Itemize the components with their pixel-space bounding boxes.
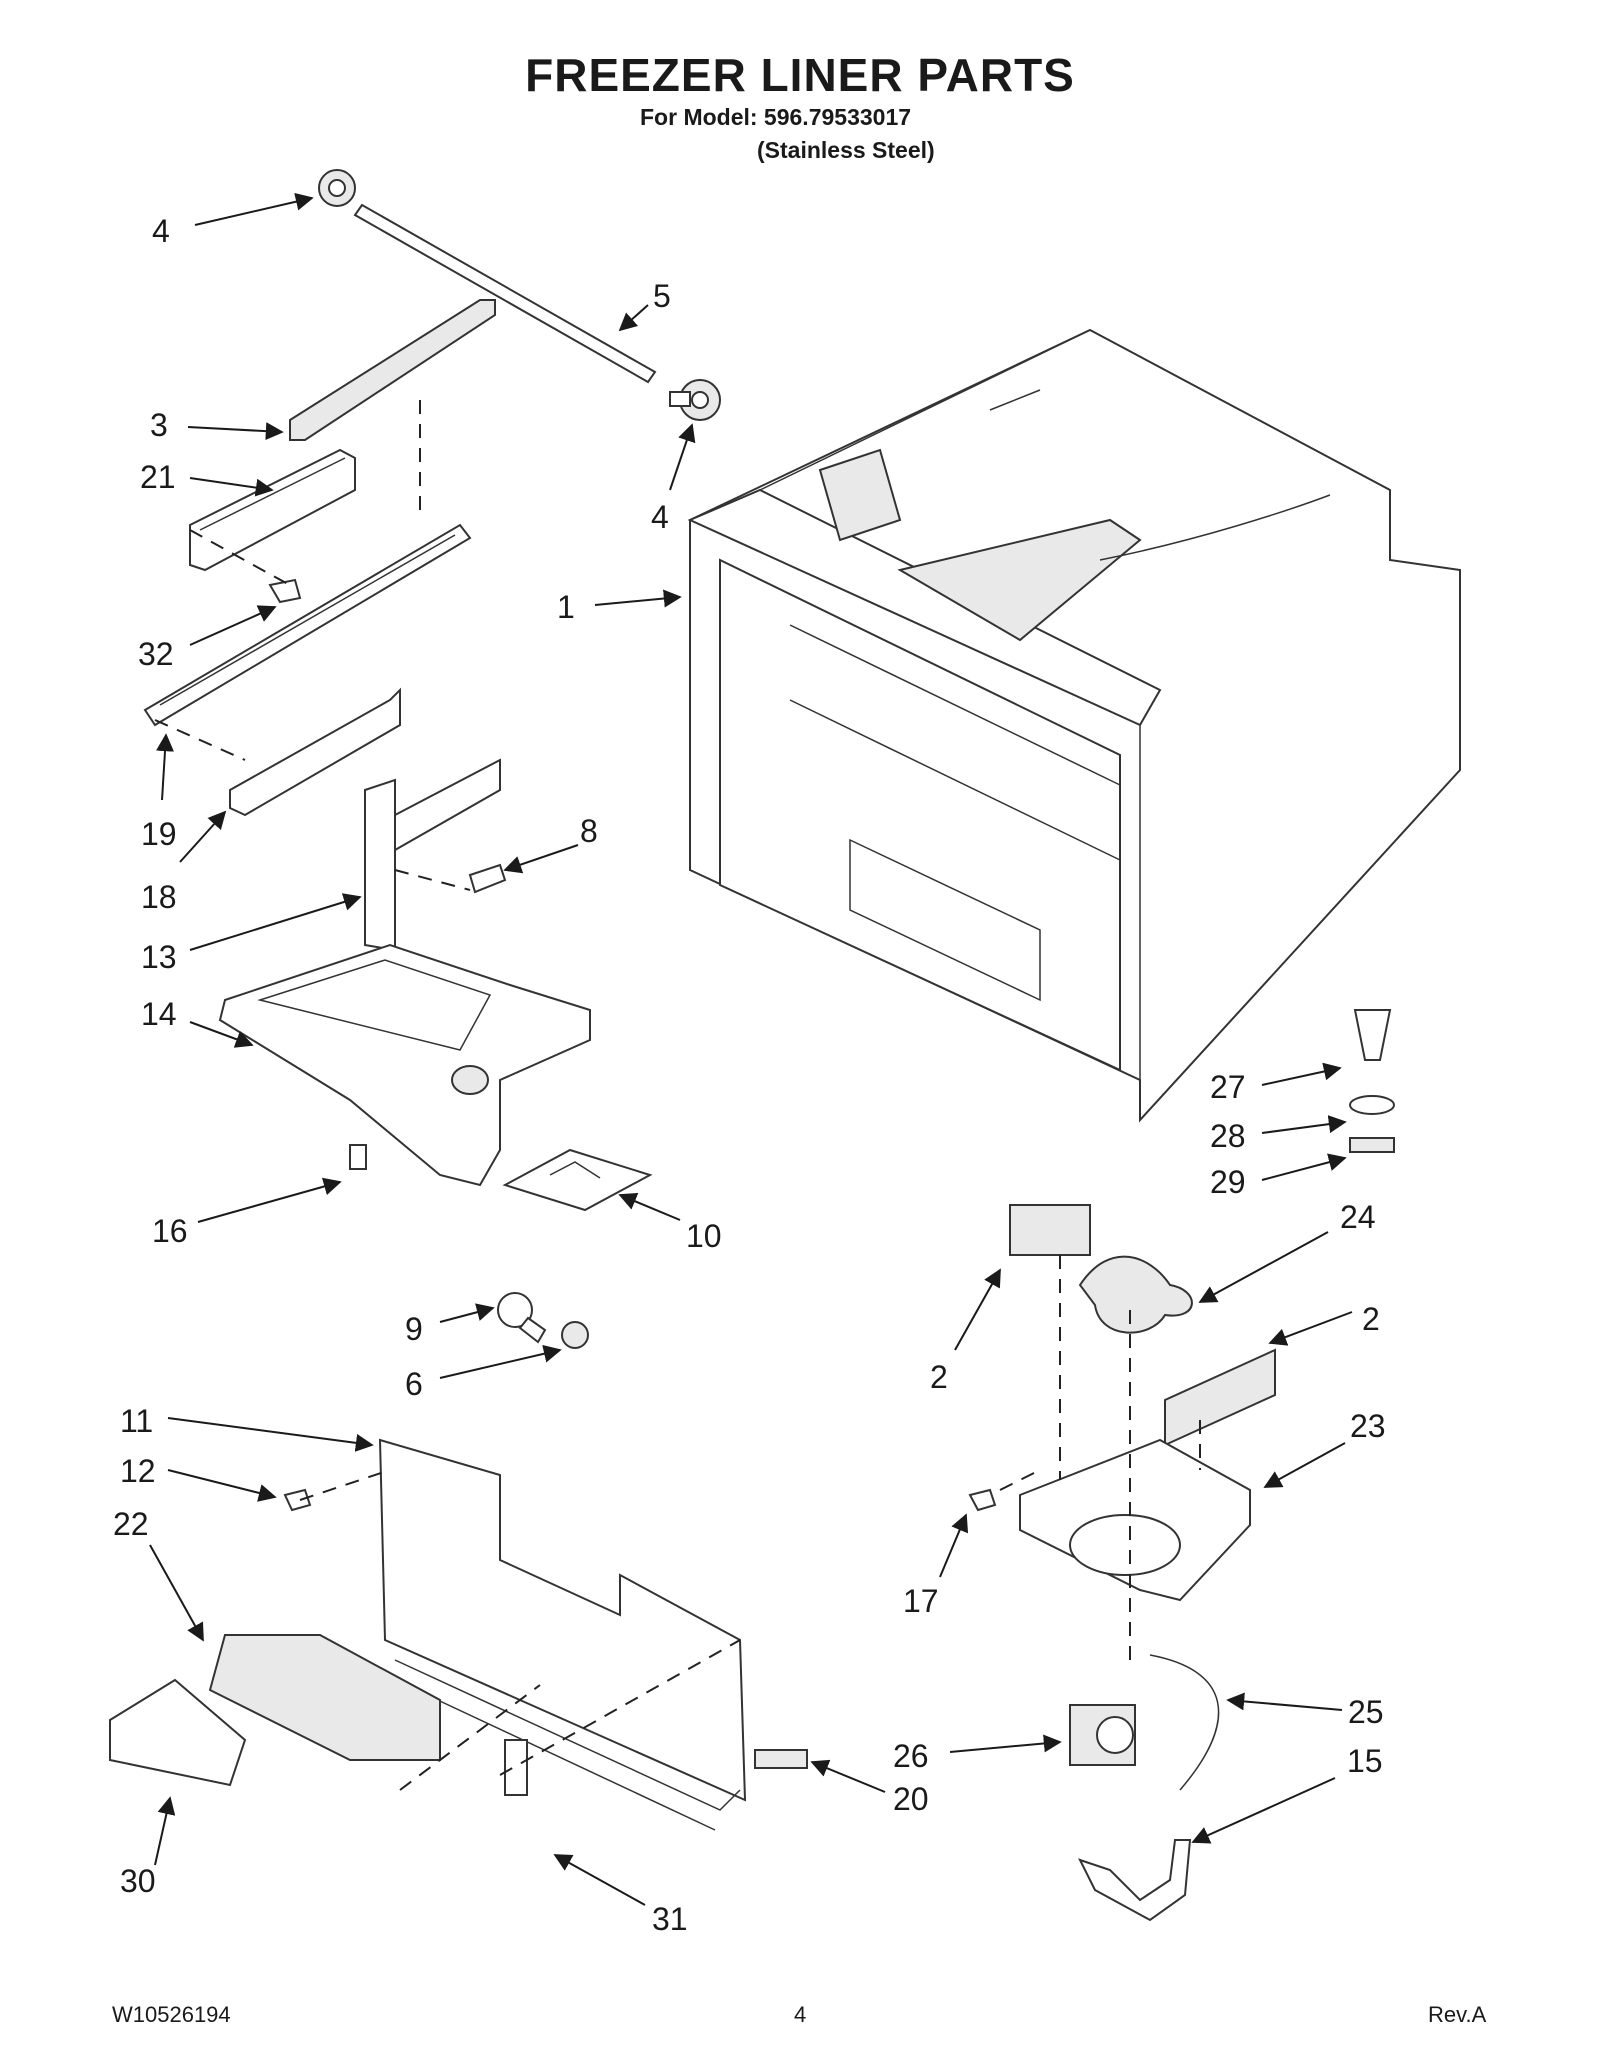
callout-3-top-rail: 3 [150,407,168,443]
revision: Rev.A [1428,2002,1487,2027]
part-slide-bracket-upper [189,448,356,572]
callout-13-slide-mount: 13 [141,939,177,975]
callout-10-pad: 10 [686,1218,722,1254]
callout-2-gasket-left: 2 [930,1359,948,1395]
callout-28-ring: 28 [1210,1118,1246,1154]
callout-15-bracket: 15 [1347,1743,1383,1779]
part-clip-31 [504,1739,528,1796]
part-grille-cover-30 [109,1678,247,1787]
part-light-bulb [497,1292,547,1344]
page-number: 4 [794,2002,807,2027]
callout-17-screw: 17 [903,1583,939,1619]
callout-11-cover: 11 [120,1403,153,1439]
callout-25-harness: 25 [1348,1694,1384,1730]
callout-12-screw: 12 [120,1453,156,1489]
callout-23-fan-housing: 23 [1350,1408,1386,1444]
part-screw-upper [268,578,302,604]
part-screw-12 [283,1488,312,1512]
part-air-tower [218,943,591,1187]
part-screw-17 [968,1488,997,1512]
callout-5-shaft: 5 [653,278,671,314]
callout-31-clip: 31 [652,1901,688,1937]
variant-line: (Stainless Steel) [757,137,935,163]
part-gasket-2-left [1009,1204,1091,1256]
callout-22-grille: 22 [113,1506,149,1542]
part-gasket-2-right [1164,1348,1276,1447]
callout-14-air-tower: 14 [141,996,177,1032]
part-shaft [353,203,657,384]
callout-29-cap: 29 [1210,1164,1246,1200]
callout-1-liner: 1 [557,589,575,625]
part-clip-16 [349,1144,367,1170]
part-screw-8 [468,863,507,894]
callout-labels: 4 5 3 21 4 1 32 19 8 18 13 14 27 28 29 1… [113,213,1386,1937]
callout-6-socket: 6 [405,1366,423,1402]
callout-26-fan-motor: 26 [893,1738,929,1774]
callout-21-bracket: 21 [140,459,176,495]
callout-18-bracket: 18 [141,879,177,915]
part-freezer-liner [687,328,1461,1123]
callout-30-grille-cover: 30 [120,1863,156,1899]
callout-8-screw: 8 [580,813,598,849]
callout-9-bulb: 9 [405,1311,423,1347]
part-evaporator-cover [378,1438,747,1831]
callout-20-foam-strip: 20 [893,1781,929,1817]
part-fan-motor [1069,1654,1220,1791]
part-top-rail [289,299,496,441]
callout-2-gasket-right: 2 [1362,1301,1380,1337]
callout-4-gear-top: 4 [152,213,170,249]
callout-4-gear-mid: 4 [651,499,669,535]
model-line: For Model: 596.79533017 [640,104,912,130]
part-fan-housing [1019,1438,1251,1602]
part-slide-rail [143,523,472,727]
part-motor-bracket [1078,1839,1192,1922]
part-foam-pad-10 [502,1148,653,1212]
leader-lines [149,192,1353,1906]
part-gear-mid [669,379,721,421]
callout-24-fan-blade: 24 [1340,1199,1376,1235]
part-socket-6 [561,1321,589,1349]
part-drain-assembly [1349,1009,1395,1153]
page-title: FREEZER LINER PARTS [525,49,1075,101]
callout-32-screw: 32 [138,636,174,672]
part-gear-top [318,169,356,207]
part-fan-blade [1078,1255,1193,1334]
part-slide-mount [364,758,501,952]
callout-19-slide-rail: 19 [141,816,177,852]
part-slide-bracket-lower [229,687,401,817]
callout-27-drain: 27 [1210,1069,1246,1105]
doc-number: W10526194 [112,2002,231,2027]
part-foam-strip-20 [754,1749,808,1769]
callout-16-clip: 16 [152,1213,188,1249]
